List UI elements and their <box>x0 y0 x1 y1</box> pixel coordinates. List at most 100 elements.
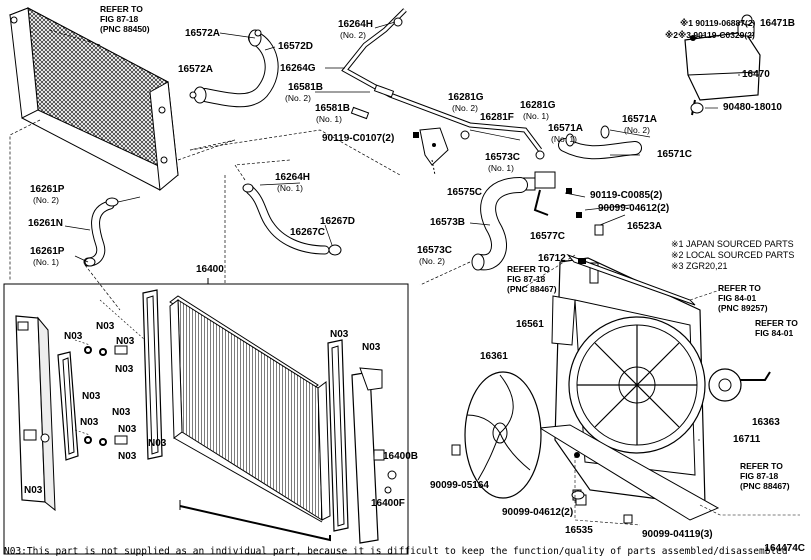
bracket-16575C <box>419 127 449 176</box>
fan-shroud-16711 <box>538 257 720 521</box>
label-90119-06887: ※1 90119-06887(2) <box>680 18 756 28</box>
label-16573C-no1: 16573C <box>485 152 521 163</box>
label-16361: 16361 <box>480 351 508 362</box>
label-16572A: 16572A <box>178 64 214 75</box>
label-n03: N03 <box>115 364 134 375</box>
label-n03: N03 <box>80 417 99 428</box>
label-16470: 16470 <box>742 69 770 80</box>
ref-fig-87-18-condenser[interactable]: REFER TO FIG 87-18 (PNC 88450) <box>100 4 150 34</box>
hose-16267C <box>242 183 342 256</box>
label-16363: 16363 <box>752 417 780 428</box>
label-16573B: 16573B <box>430 217 466 228</box>
label-16261P-no1-sub: (No. 1) <box>33 257 59 267</box>
label-16523A: 16523A <box>627 221 663 232</box>
label-16581B-no1-sub: (No. 1) <box>316 114 342 124</box>
label-16572D: 16572D <box>278 41 314 52</box>
pipe-16264G <box>341 8 542 152</box>
label-16573C-no2-sub: (No. 2) <box>419 256 445 266</box>
label-16400B: 16400B <box>383 451 419 462</box>
label-16261P-no2-sub: (No. 2) <box>33 195 59 205</box>
note-local-sourced: ※2 LOCAL SOURCED PARTS <box>671 250 795 260</box>
radiator-gasket-left <box>142 289 163 460</box>
condenser <box>8 7 179 191</box>
radiator-right-tank <box>351 367 397 544</box>
reservoir-16470 <box>684 14 761 116</box>
label-16573C-no2: 16573C <box>417 245 453 256</box>
label-16261N: 16261N <box>28 218 64 229</box>
label-16471B: 16471B <box>760 18 796 29</box>
label-16572A-top: 16572A <box>185 28 221 39</box>
label-n03: N03 <box>96 321 115 332</box>
label-90099-04119: 90099-04119(3) <box>642 529 713 540</box>
label-16571C: 16571C <box>657 149 693 160</box>
label-90099-05164: 90099-05164 <box>430 480 489 491</box>
label-n03: N03 <box>116 336 135 347</box>
radiator-left-tank <box>15 315 56 512</box>
label-16264H-top: 16264H <box>338 19 374 30</box>
label-16711: 16711 <box>733 434 761 445</box>
hose-16261N <box>83 197 119 267</box>
note-zgr: ※3 ZGR20,21 <box>671 261 728 271</box>
ref-fig-87-18-shroud[interactable]: REFER TO FIG 87-18 (PNC 88467) <box>507 264 557 294</box>
label-16261P-no2: 16261P <box>30 184 65 195</box>
label-16577C: 16577C <box>530 231 566 242</box>
label-n03: N03 <box>118 451 137 462</box>
label-16400F: 16400F <box>371 498 405 509</box>
label-n03: N03 <box>330 329 349 340</box>
label-n03: N03 <box>362 342 381 353</box>
radiator-core <box>169 295 331 542</box>
label-90119-C0329: ※2※3 90119-C0329(2) <box>665 30 755 40</box>
label-90099-04612-top: 90099-04612(2) <box>598 203 670 214</box>
hose-16572D <box>189 29 279 108</box>
label-16581B-no1: 16581B <box>315 103 351 114</box>
label-16571A-no1-sub: (No. 1) <box>551 134 577 144</box>
label-n03: N03 <box>112 407 131 418</box>
label-16281G-no2: 16281G <box>448 92 484 103</box>
label-16267D: 16267D <box>320 216 356 227</box>
label-n03: N03 <box>64 331 83 342</box>
label-16267C: 16267C <box>290 227 326 238</box>
label-90480-18010: 90480-18010 <box>723 102 782 113</box>
label-16281G-no2-sub: (No. 2) <box>452 103 478 113</box>
note-japan-sourced: ※1 JAPAN SOURCED PARTS <box>671 239 794 249</box>
label-16571A-no1: 16571A <box>548 123 584 134</box>
label-90119-C0085: 90119-C0085(2) <box>590 190 663 201</box>
label-n03: N03 <box>24 485 43 496</box>
label-16561: 16561 <box>516 319 544 330</box>
label-n03: N03 <box>148 438 167 449</box>
label-16573C-no1-sub: (No. 1) <box>488 163 514 173</box>
label-16535: 16535 <box>565 525 593 536</box>
figure-id: 164474C <box>764 543 805 554</box>
label-16261P-no1: 16261P <box>30 246 65 257</box>
label-16571A-no2: 16571A <box>622 114 658 125</box>
fan-16361 <box>464 371 542 499</box>
ref-fig-87-18-bottom[interactable]: REFER TO FIG 87-18 (PNC 88467) <box>740 461 790 491</box>
ref-fig-84-01-a[interactable]: REFER TO FIG 84-01 (PNC 89257) <box>718 283 768 313</box>
hose-16571C <box>558 125 642 160</box>
label-16575C: 16575C <box>447 187 483 198</box>
label-90099-04612-bot: 90099-04612(2) <box>502 507 574 518</box>
label-90119-C0107: 90119-C0107(2) <box>322 133 395 144</box>
footnote-n03: N03:This part is not supplied as an indi… <box>4 546 788 557</box>
stay-16712 <box>566 253 696 306</box>
label-16264G: 16264G <box>280 63 316 74</box>
left-small-parts <box>84 345 128 446</box>
label-16400: 16400 <box>196 264 224 275</box>
label-16281G-no1-sub: (No. 1) <box>523 111 549 121</box>
radiator-gasket-right <box>327 339 349 532</box>
label-16281G-no1: 16281G <box>520 100 556 111</box>
label-16281F: 16281F <box>480 112 514 123</box>
label-16264H-mid-sub: (No. 1) <box>277 183 303 193</box>
ref-fig-84-01-b[interactable]: REFER TO FIG 84-01 <box>755 318 798 338</box>
label-16581B-no2-sub: (No. 2) <box>285 93 311 103</box>
fan-motor-16363 <box>708 368 771 402</box>
label-16571A-no2-sub: (No. 2) <box>624 125 650 135</box>
hose-16573B <box>471 177 528 271</box>
label-n03: N03 <box>118 424 137 435</box>
label-16264H-mid: 16264H <box>275 172 311 183</box>
label-16712: 16712 <box>538 253 566 264</box>
label-16264H-top-sub: (No. 2) <box>340 30 366 40</box>
label-16581B-no2: 16581B <box>288 82 324 93</box>
